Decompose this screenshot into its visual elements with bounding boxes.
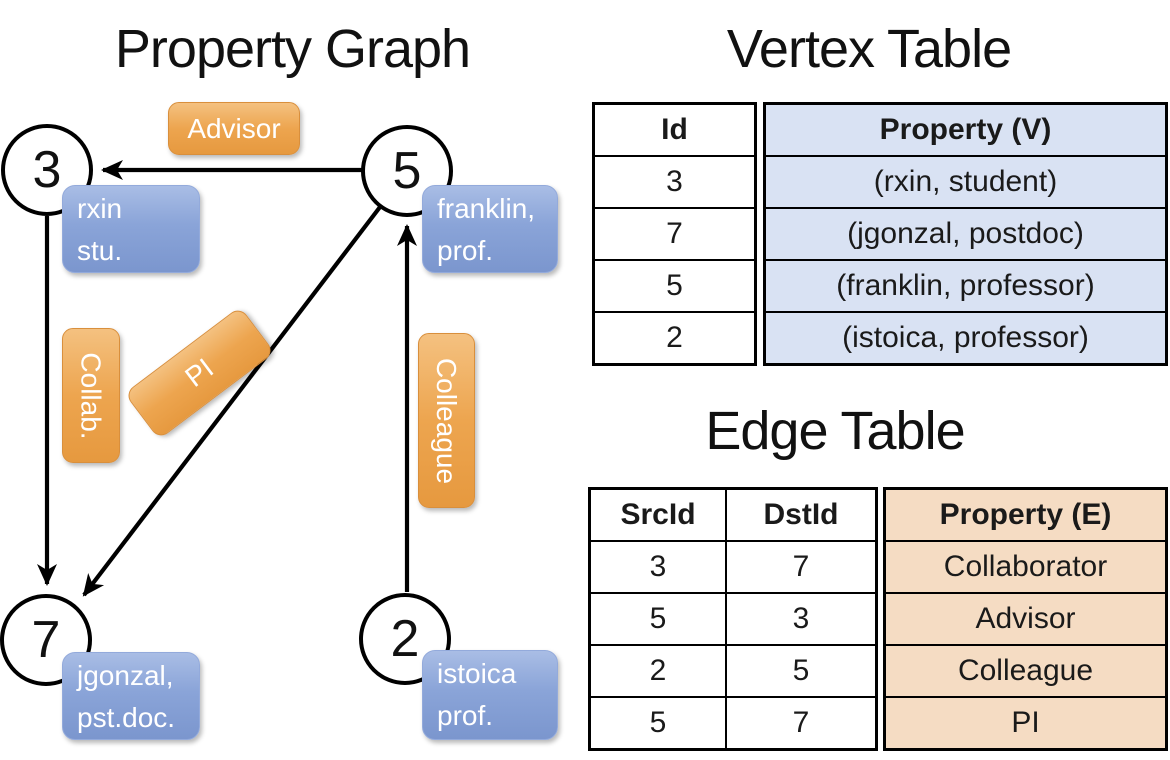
node-7-id: 7 [31,611,61,669]
edge-label-advisor-text: Advisor [187,112,281,144]
edge-table-dstid-cell: 7 [725,696,878,751]
node-2-id: 2 [390,610,420,668]
vertex-table-property-cell: (franklin, professor) [763,259,1168,313]
vertex-table-header-id: Id [592,102,757,157]
edge-table-header-srcid: SrcId [588,487,727,542]
edge-table-srcid-cell: 5 [588,696,727,751]
edge-table-id-columns: SrcId DstId 3 7 5 3 2 5 5 7 [588,487,878,751]
edge-table-property-cell: Advisor [883,592,1168,646]
vertex-box-jgonzal-line1: jgonzal, [77,660,174,691]
vertex-box-franklin-line1: franklin, [437,193,536,224]
edge-table-header-dstid: DstId [725,487,878,542]
edge-label-collab: Collab. [62,328,120,463]
edge-table-srcid-cell: 5 [588,592,727,646]
graph-node-5: 5 [361,125,453,217]
vertex-table-property-column: Property (V) (rxin, student) (jgonzal, p… [763,102,1168,366]
vertex-table-id-cell: 3 [592,155,757,209]
edge-table-property-column: Property (E) Collaborator Advisor Collea… [883,487,1168,751]
vertex-table-id-cell: 7 [592,207,757,261]
vertex-table-id-column: Id 3 7 5 2 [592,102,757,366]
edge-table-dstid-cell: 7 [725,540,878,594]
vertex-table-property-cell: (jgonzal, postdoc) [763,207,1168,261]
vertex-table-property-cell: (rxin, student) [763,155,1168,209]
edge-table-property-cell: Collaborator [883,540,1168,594]
vertex-box-rxin: rxin stu. [62,185,200,273]
vertex-box-jgonzal: jgonzal, pst.doc. [62,652,200,740]
vertex-table-property-cell: (istoica, professor) [763,311,1168,366]
edge-table-header-property: Property (E) [883,487,1168,542]
edge-arrow-5-to-7 [82,205,382,597]
vertex-box-jgonzal-line2: pst.doc. [77,702,176,733]
vertex-box-istoica-line2: prof. [437,700,494,731]
edge-table-dstid-cell: 5 [725,644,878,698]
vertex-table-header-property: Property (V) [763,102,1168,157]
edge-label-colleague-text: Colleague [431,357,463,484]
graph-edges-layer [37,160,417,597]
edge-label-collab-text: Collab. [76,351,108,440]
edge-label-advisor: Advisor [168,102,300,155]
edge-table-title: Edge Table [705,401,965,461]
vertex-box-franklin-line2: prof. [437,235,494,266]
edge-label-pi-text: PI [179,352,220,393]
vertex-box-rxin-line1: rxin [77,193,123,224]
vertex-table-title: Vertex Table [726,19,1012,79]
edge-table-property-cell: Colleague [883,644,1168,698]
graph-node-2: 2 [359,593,451,685]
vertex-box-franklin: franklin, prof. [422,185,558,273]
node-5-id: 5 [392,142,422,200]
vertex-box-rxin-line2: stu. [77,235,123,266]
vertex-table-id-cell: 2 [592,311,757,366]
edge-table-property-cell: PI [883,696,1168,751]
edge-table-dstid-cell: 3 [725,592,878,646]
vertex-table-id-cell: 5 [592,259,757,313]
node-3-id: 3 [32,141,62,199]
edge-table-srcid-cell: 3 [588,540,727,594]
edge-label-colleague: Colleague [418,333,475,508]
vertex-box-istoica: istoica prof. [422,650,558,740]
edge-table-srcid-cell: 2 [588,644,727,698]
vertex-box-istoica-line1: istoica [437,658,517,689]
property-graph-title: Property Graph [114,19,471,79]
